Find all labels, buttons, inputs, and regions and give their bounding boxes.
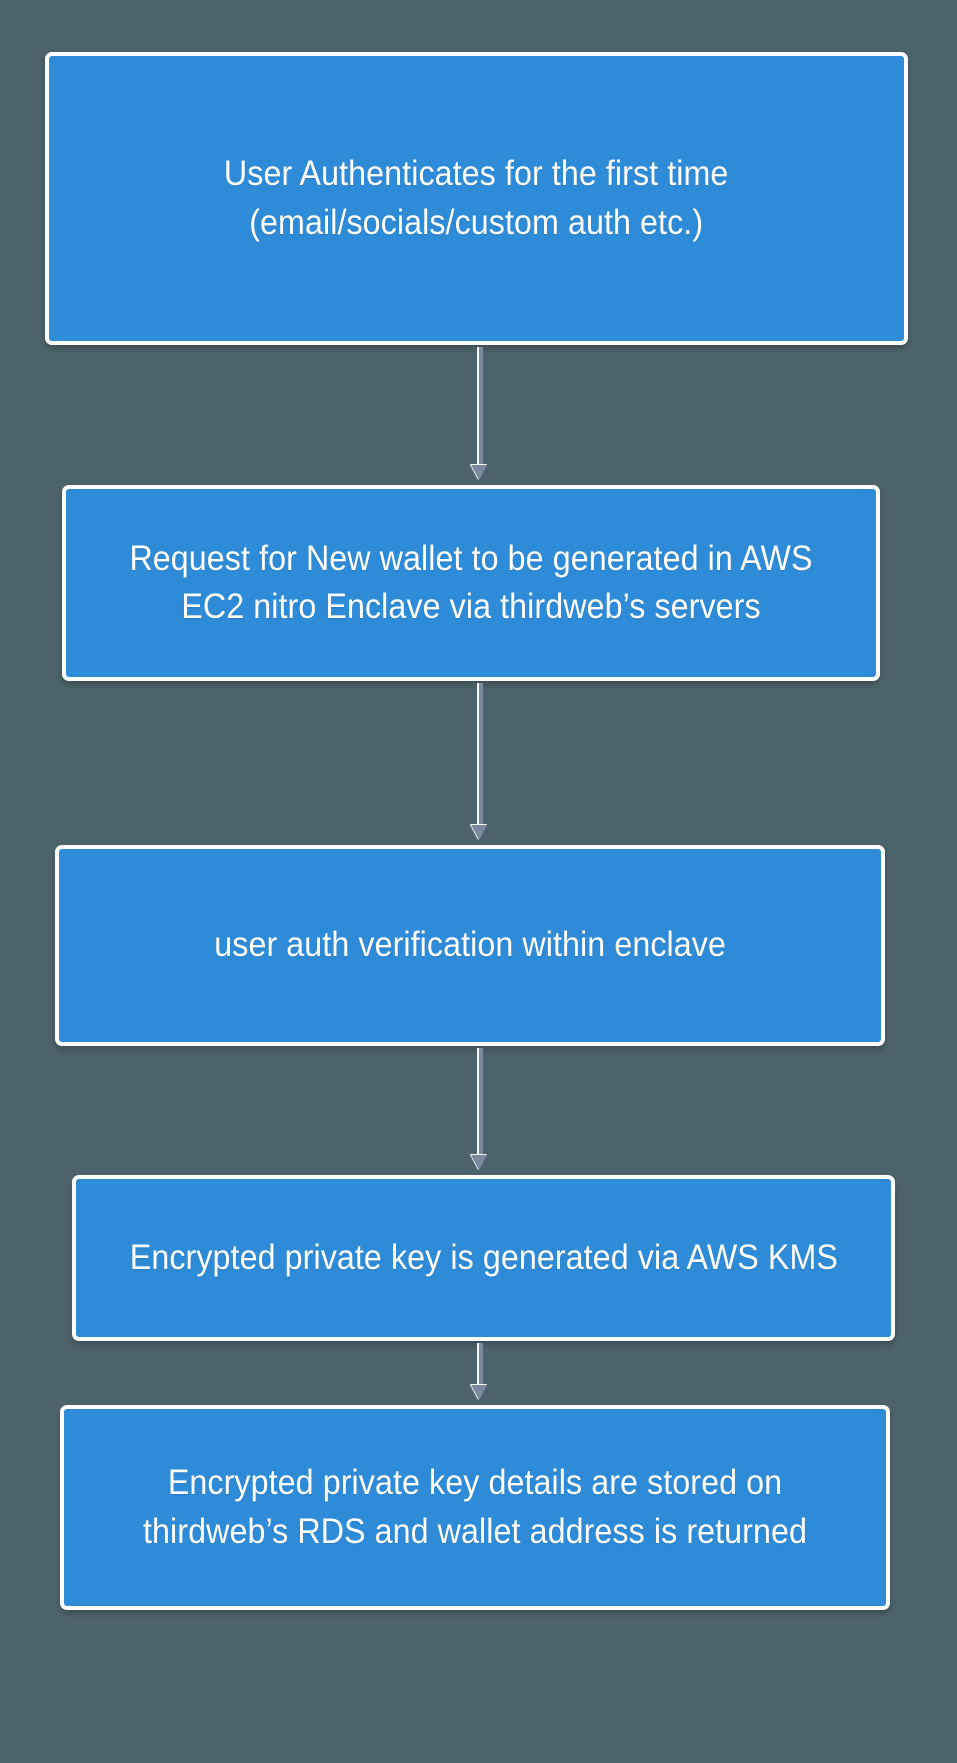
flow-node-label: user auth verification within enclave	[214, 925, 726, 965]
arrow-head-icon	[471, 1385, 487, 1400]
arrow-stem	[477, 683, 483, 828]
flow-node-label: Request for New wallet to be generated i…	[129, 538, 813, 626]
flow-arrow-1	[466, 347, 492, 485]
flow-node-user-authenticates[interactable]: User Authenticates for the first time (e…	[45, 52, 908, 345]
flow-node-label: Encrypted private key is generated via A…	[129, 1237, 838, 1277]
flow-node-request-new-wallet[interactable]: Request for New wallet to be generated i…	[62, 485, 880, 681]
flow-node-key-details-stored[interactable]: Encrypted private key details are stored…	[60, 1405, 890, 1610]
flow-arrow-3	[466, 1048, 492, 1175]
flow-arrow-2	[466, 683, 492, 845]
arrow-stem	[477, 1048, 483, 1158]
arrow-head-icon	[471, 1155, 487, 1170]
flow-node-user-auth-verification[interactable]: user auth verification within enclave	[55, 845, 885, 1046]
flow-node-encrypted-key-generated[interactable]: Encrypted private key is generated via A…	[72, 1175, 895, 1341]
flow-node-label: Encrypted private key details are stored…	[143, 1463, 807, 1551]
arrow-stem	[477, 1343, 483, 1388]
arrow-head-icon	[471, 825, 487, 840]
arrow-stem	[477, 347, 483, 468]
flow-arrow-4	[466, 1343, 492, 1405]
arrow-head-icon	[471, 465, 487, 480]
flow-node-label: User Authenticates for the first time (e…	[224, 154, 729, 242]
